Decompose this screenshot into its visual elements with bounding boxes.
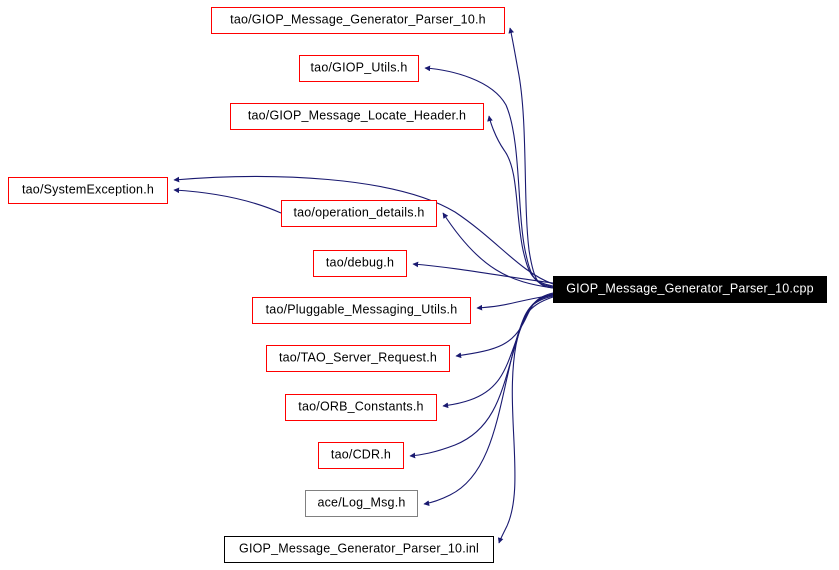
graph-edge <box>423 295 554 506</box>
graph-edge <box>487 115 554 287</box>
graph-node-debug_h[interactable]: tao/debug.h <box>313 250 407 277</box>
graph-node-label: tao/SystemException.h <box>21 182 155 197</box>
graph-node-label: tao/GIOP_Utils.h <box>310 60 408 75</box>
graph-edge <box>455 292 554 359</box>
graph-node-giop_message_generator_parser_10_inl[interactable]: GIOP_Message_Generator_Parser_10.inl <box>224 536 494 563</box>
graph-node-giop_message_locate_header_h[interactable]: tao/GIOP_Message_Locate_Header.h <box>230 103 484 130</box>
graph-edge <box>424 65 554 288</box>
graph-node-label: tao/ORB_Constants.h <box>298 399 424 414</box>
graph-node-systemexception_h[interactable]: tao/SystemException.h <box>8 177 168 204</box>
graph-node-giop_message_generator_parser_10_cpp[interactable]: GIOP_Message_Generator_Parser_10.cpp <box>553 276 827 303</box>
graph-node-pluggable_messaging_utils_h[interactable]: tao/Pluggable_Messaging_Utils.h <box>252 297 471 324</box>
graph-node-label: tao/Pluggable_Messaging_Utils.h <box>265 302 458 317</box>
graph-node-label: tao/CDR.h <box>330 447 392 462</box>
graph-node-label: GIOP_Message_Generator_Parser_10.inl <box>239 541 479 556</box>
graph-node-label: ace/Log_Msg.h <box>317 495 406 510</box>
graph-node-operation_details_h[interactable]: tao/operation_details.h <box>281 200 437 227</box>
graph-node-log_msg_h[interactable]: ace/Log_Msg.h <box>305 490 418 517</box>
graph-node-label: tao/GIOP_Message_Generator_Parser_10.h <box>230 12 486 27</box>
graph-node-label: tao/GIOP_Message_Locate_Header.h <box>247 108 467 123</box>
graph-node-giop_utils_h[interactable]: tao/GIOP_Utils.h <box>299 55 419 82</box>
graph-node-giop_message_generator_parser_10_h[interactable]: tao/GIOP_Message_Generator_Parser_10.h <box>211 7 505 34</box>
graph-node-orb_constants_h[interactable]: tao/ORB_Constants.h <box>285 394 437 421</box>
graph-node-label: tao/operation_details.h <box>293 205 425 220</box>
graph-node-label: tao/debug.h <box>325 255 395 270</box>
graph-edge <box>497 296 554 544</box>
graph-node-label: tao/TAO_Server_Request.h <box>278 350 438 365</box>
graph-node-cdr_h[interactable]: tao/CDR.h <box>318 442 404 469</box>
graph-node-tao_server_request_h[interactable]: tao/TAO_Server_Request.h <box>266 345 450 372</box>
graph-edge <box>442 212 554 289</box>
graph-edge <box>412 261 554 284</box>
graph-edge <box>173 187 282 214</box>
graph-node-label: GIOP_Message_Generator_Parser_10.cpp <box>566 281 814 296</box>
